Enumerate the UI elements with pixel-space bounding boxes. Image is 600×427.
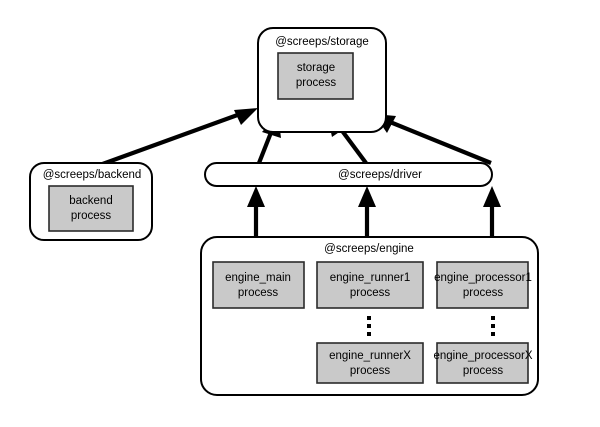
process-backend[interactable]: backend process [48,185,134,232]
process-backend-box [48,185,134,232]
process-engine-runnerX-box [316,342,424,384]
process-engine-main[interactable]: engine_main process [212,261,305,309]
process-engine-runnerX[interactable]: engine_runnerX process [316,342,424,384]
edge-engine-to-driver-center-arrowhead [358,186,376,207]
edge-backend-to-storage-line [85,111,244,172]
process-engine-processor1[interactable]: engine_processor1 process [434,261,532,309]
process-engine-processor1-box [436,261,529,309]
process-backend-line2: process [71,210,112,222]
package-engine[interactable]: @screeps/engine engine_main process engi… [200,236,539,396]
package-storage-label: @screeps/storage [275,36,369,48]
engine-runner-ellipsis-icon [367,316,371,336]
process-storage-box [277,52,354,100]
package-backend[interactable]: @screeps/backend backend process [29,162,153,241]
package-backend-label: @screeps/backend [43,169,142,181]
edge-driver-to-storage-right [374,114,492,165]
edge-driver-to-storage-left-line [257,129,274,164]
edge-driver-to-storage-right-line [389,120,492,165]
process-engine-processorX-line1: engine_processorX [433,350,532,362]
edge-backend-to-storage-arrowhead [234,108,258,125]
process-engine-runner1-box [316,261,424,309]
edge-engine-to-driver-left-arrowhead [247,186,265,207]
edge-engine-to-driver-left [247,186,265,236]
engine-column-processor: engine_processor1 process engine_process… [433,261,533,384]
edge-backend-to-storage [85,108,258,172]
process-engine-runnerX-line1: engine_runnerX [329,350,411,362]
process-engine-runnerX-line2: process [350,365,391,377]
process-engine-main-line2: process [238,287,279,299]
edge-engine-to-driver-right [483,186,501,236]
process-storage-line2: process [296,77,337,89]
process-engine-runner1-line1: engine_runner1 [330,272,411,284]
engine-processor-ellipsis-icon [491,316,495,336]
package-driver-frame [204,162,493,187]
edge-engine-to-driver-right-arrowhead [483,186,501,207]
package-driver-label: @screeps/driver [338,169,422,181]
package-storage[interactable]: @screeps/storage storage process [257,27,387,133]
process-engine-runner1-line2: process [350,287,391,299]
process-engine-main-box [212,261,305,309]
edge-engine-to-driver-center [358,186,376,236]
package-engine-label: @screeps/engine [324,243,414,255]
process-engine-runner1[interactable]: engine_runner1 process [316,261,424,309]
process-storage[interactable]: storage process [277,52,354,100]
process-engine-processorX-box [436,342,529,384]
process-engine-processor1-line2: process [463,287,504,299]
engine-column-main: engine_main process [212,261,305,309]
process-storage-line1: storage [297,62,335,74]
package-driver[interactable]: @screeps/driver [204,162,493,187]
engine-column-runner: engine_runner1 process engine_runnerX pr… [316,261,424,384]
process-backend-line1: backend [69,195,112,207]
process-engine-processorX[interactable]: engine_processorX process [433,342,533,384]
process-engine-main-line1: engine_main [225,272,291,284]
process-engine-processor1-line1: engine_processor1 [434,272,532,284]
process-engine-processorX-line2: process [463,365,504,377]
edge-driver-to-storage-center-line [338,126,368,165]
